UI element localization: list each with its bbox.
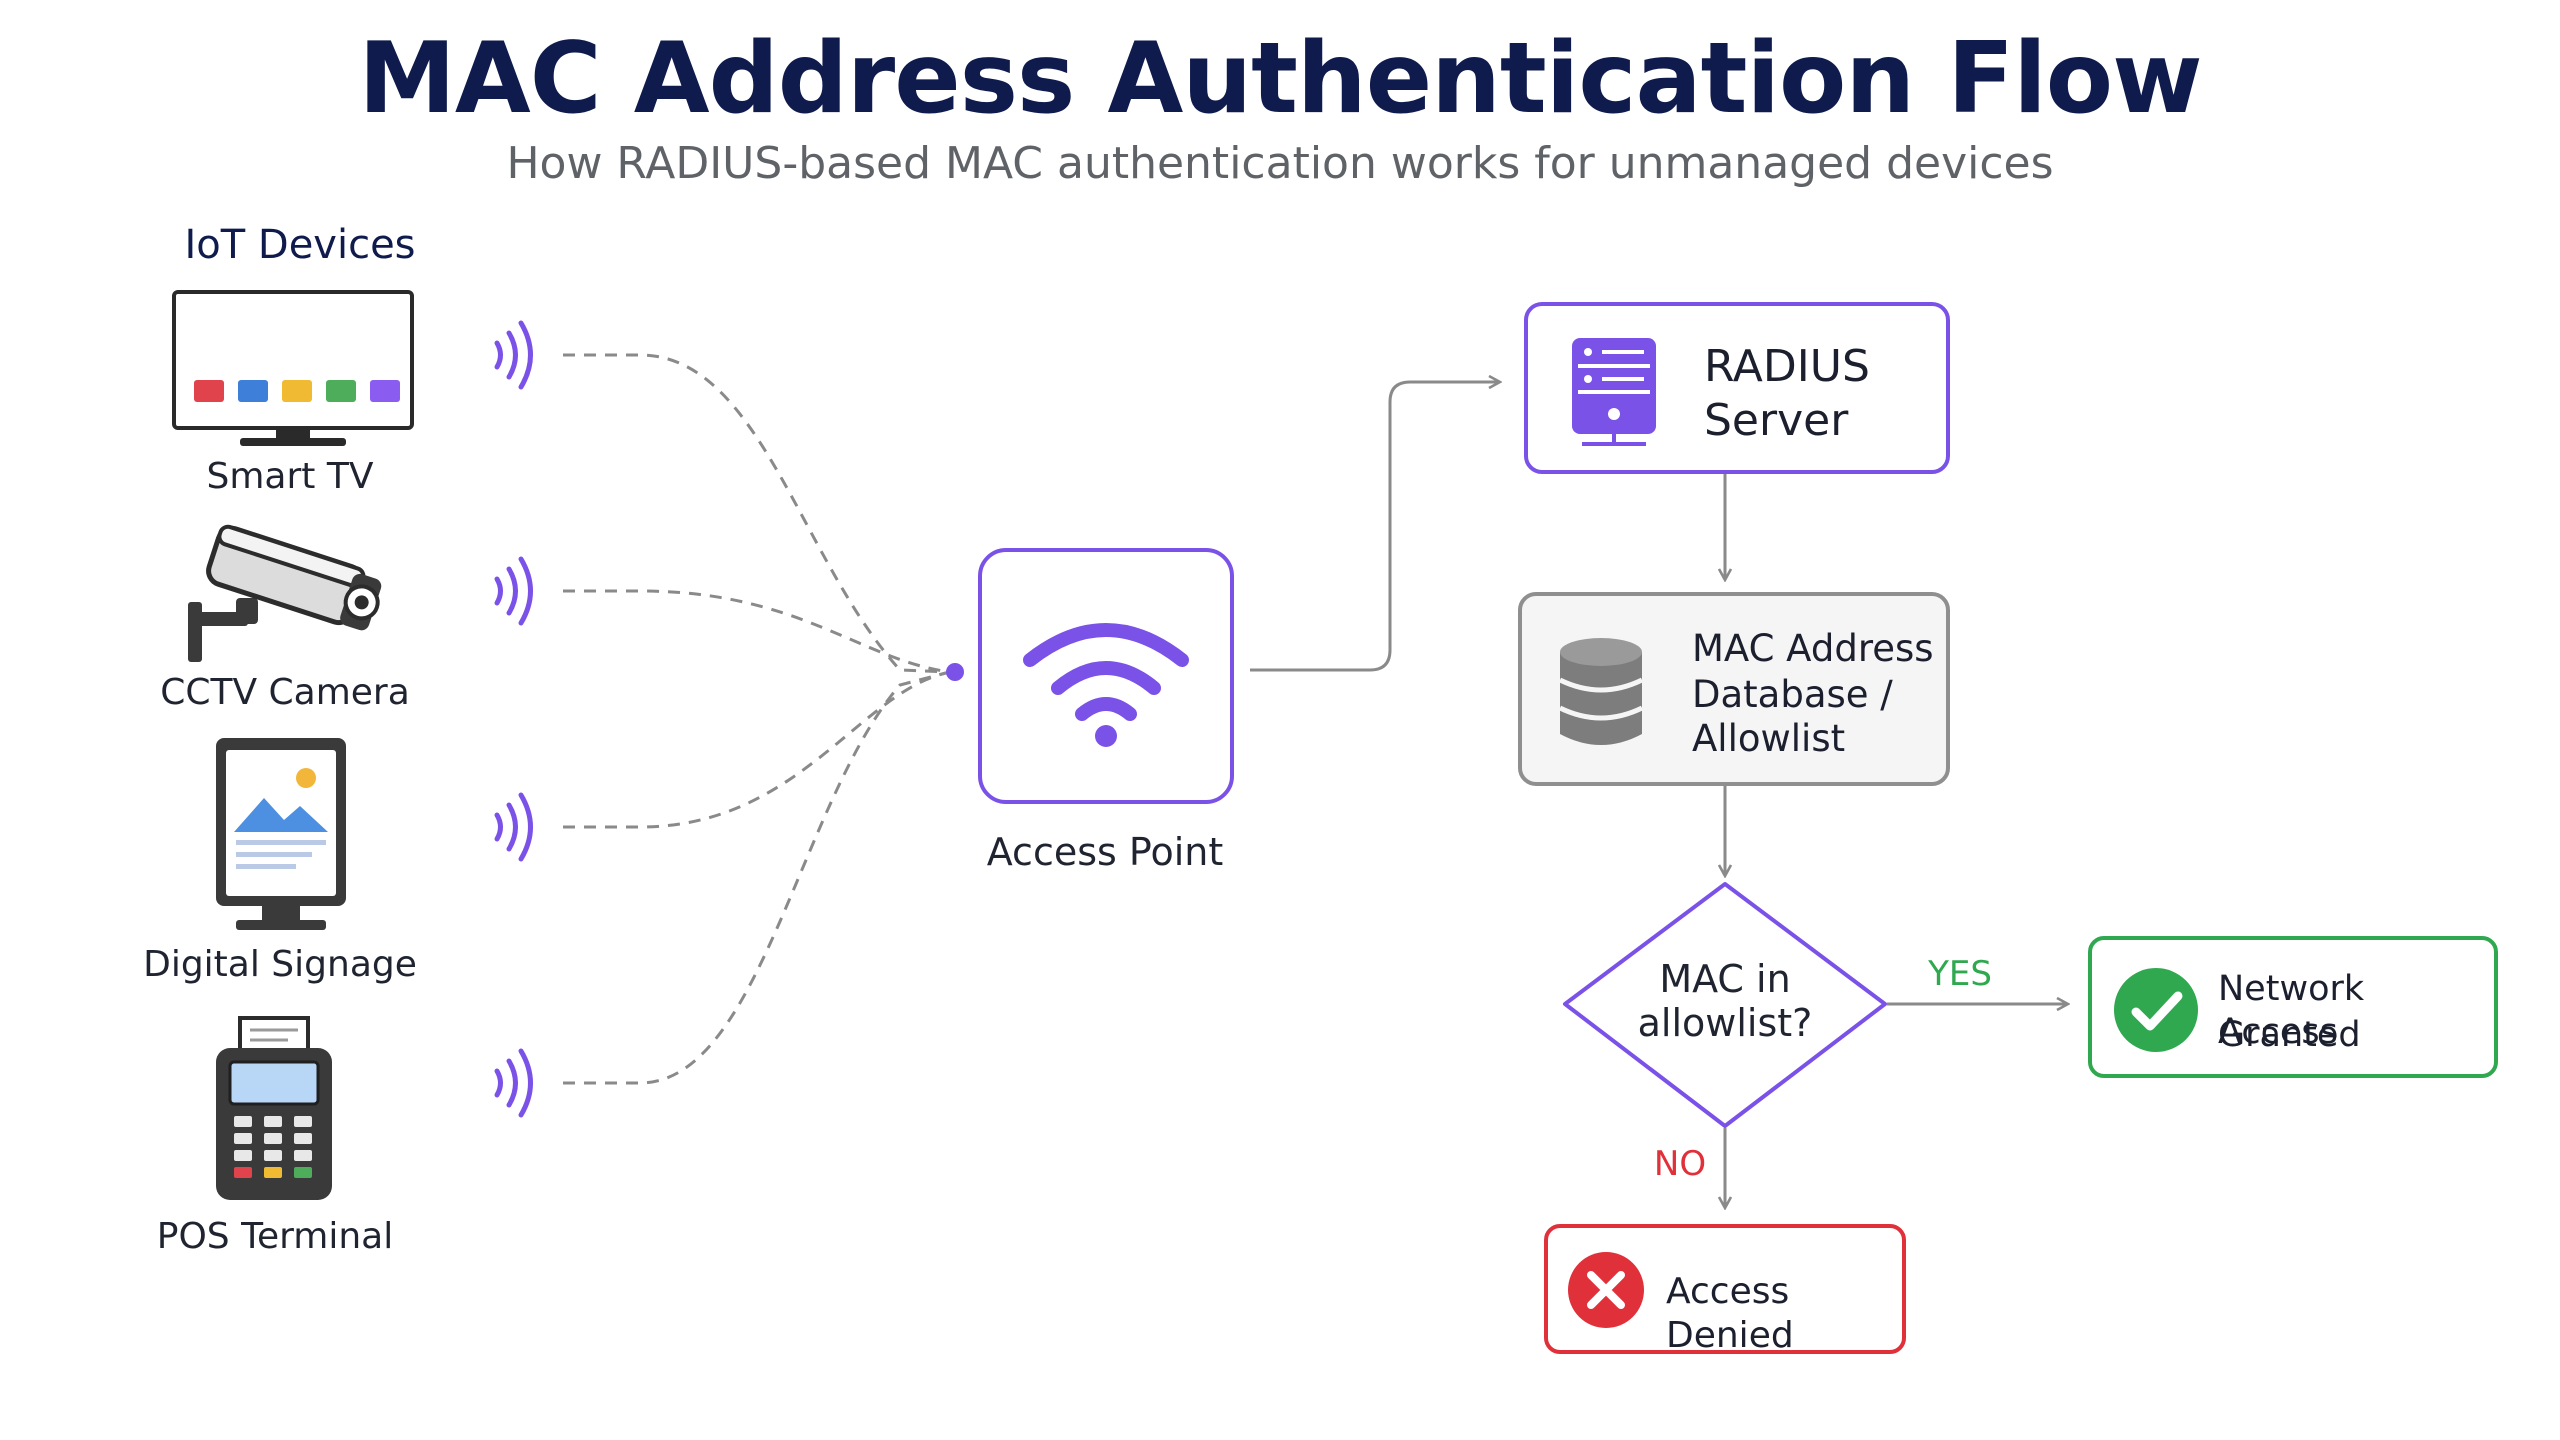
no-label: NO (1653, 1144, 1707, 1184)
database-line3: Allowlist (1692, 717, 1846, 760)
yes-label: YES (1928, 954, 1992, 994)
wireless-link-camera (563, 589, 951, 674)
granted-line1: Network Access (2218, 969, 2365, 1052)
device-label-pos-terminal: POS Terminal (156, 1216, 394, 1257)
decision-text: MAC in allowlist? (1600, 957, 1850, 1045)
smart-tv-icon (172, 290, 414, 446)
decision-line1: MAC in (1659, 957, 1791, 1001)
decision-line2: allowlist? (1637, 1000, 1813, 1045)
wifi-icon (1023, 623, 1189, 747)
page-subtitle: How RADIUS-based MAC authentication work… (506, 138, 2054, 189)
radius-server-line1: RADIUS (1704, 341, 1870, 392)
signal-waves-tv (494, 320, 533, 390)
device-label-smart-tv: Smart TV (206, 456, 374, 497)
wireless-link-pos (563, 670, 951, 1085)
signal-waves-camera (494, 556, 533, 626)
x-circle-icon (1568, 1252, 1644, 1328)
granted-line2: Granted (2218, 1015, 2361, 1055)
access-point-label: Access Point (986, 830, 1224, 874)
signal-waves-pos (494, 1048, 533, 1118)
denied-label: Access Denied (1666, 1271, 1794, 1356)
check-circle-icon (2114, 968, 2198, 1052)
database-line2: Database / (1692, 673, 1893, 716)
signal-waves-signage (494, 792, 533, 862)
ap-to-radius-connector (1250, 382, 1500, 672)
radius-server-box: RADIUS Server (1524, 302, 1950, 474)
access-denied-box: Access Denied (1544, 1224, 1906, 1356)
iot-devices-heading: IoT Devices (184, 222, 416, 268)
pos-terminal-icon (216, 1016, 332, 1200)
database-icon (1558, 638, 1644, 745)
device-label-digital-signage: Digital Signage (143, 944, 417, 985)
cctv-camera-icon (188, 524, 382, 662)
decision-diamond (1563, 882, 1887, 1128)
database-line1: MAC Address (1692, 627, 1934, 670)
radius-server-line2: Server (1704, 395, 1849, 446)
device-label-cctv-camera: CCTV Camera (160, 672, 410, 713)
digital-signage-icon (216, 738, 346, 930)
wireless-convergence-dot (946, 663, 964, 681)
server-icon (1572, 338, 1656, 446)
page-title: MAC Address Authentication Flow (358, 22, 2202, 136)
wireless-link-tv (563, 353, 951, 674)
mac-database-box: MAC Address Database / Allowlist (1518, 592, 1950, 786)
access-point-box (978, 548, 1234, 804)
access-granted-box: Network Access Granted (2088, 936, 2498, 1078)
